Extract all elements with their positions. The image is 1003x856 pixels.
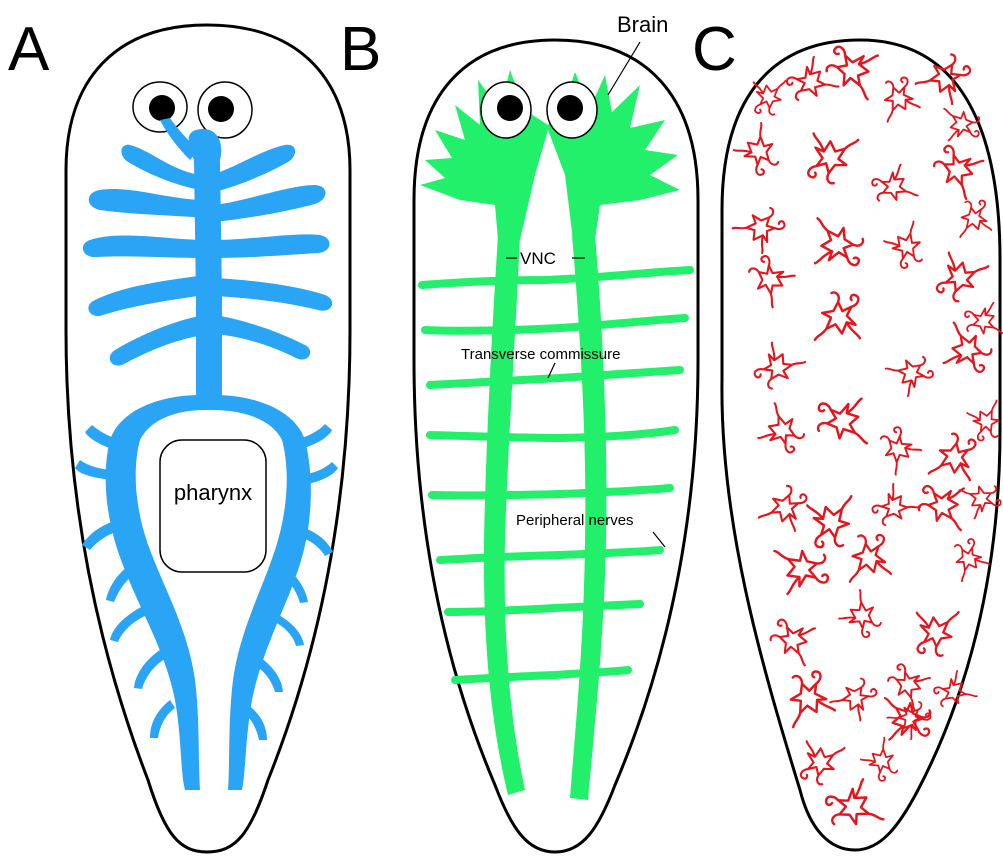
panel-letter-a: A bbox=[8, 15, 50, 84]
panel-letter-b: B bbox=[340, 15, 381, 84]
pupil-left-a bbox=[149, 95, 175, 121]
pharynx bbox=[160, 440, 266, 572]
panel-letter-c: C bbox=[692, 15, 737, 84]
panel-c: C bbox=[692, 15, 1003, 850]
brain-label: Brain bbox=[617, 12, 668, 37]
transverse-commissure-label: Transverse commissure bbox=[461, 346, 620, 363]
pupil-right-b bbox=[557, 95, 583, 121]
panel-b: B Brain VNC Transvers bbox=[340, 12, 698, 852]
pupil-left-b bbox=[497, 95, 523, 121]
pharynx-label: pharynx bbox=[174, 480, 252, 505]
peripheral-nerves-label: Peripheral nerves bbox=[516, 512, 634, 529]
panel-a: A bbox=[8, 15, 350, 852]
vnc-label: VNC bbox=[520, 249, 556, 268]
pupil-right-a bbox=[208, 96, 234, 122]
